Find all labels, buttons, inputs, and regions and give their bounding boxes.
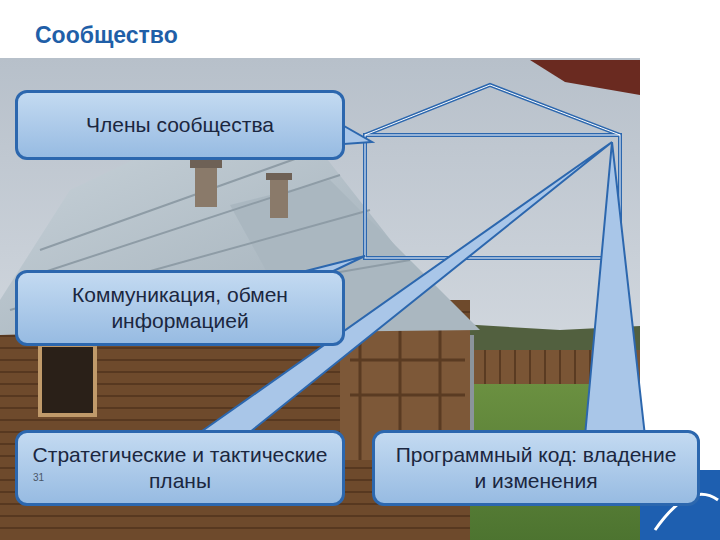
neighbour-roof xyxy=(530,60,640,95)
callout-text: Члены сообщества xyxy=(86,112,274,138)
callout-box: Программный код: владение и изменения xyxy=(372,430,700,506)
slide-title: Сообщество xyxy=(35,22,178,49)
callout-text: Стратегические и тактические планы xyxy=(30,442,330,495)
callout-box: Коммуникация, обмен информацией xyxy=(15,270,345,346)
callout-text: Коммуникация, обмен информацией xyxy=(30,282,330,335)
slide-number: 31 xyxy=(33,472,44,483)
callout-text: Программный код: владение и изменения xyxy=(387,442,685,495)
callout-box: Стратегические и тактические планы xyxy=(15,430,345,506)
callout-box: Члены сообщества xyxy=(15,90,345,160)
